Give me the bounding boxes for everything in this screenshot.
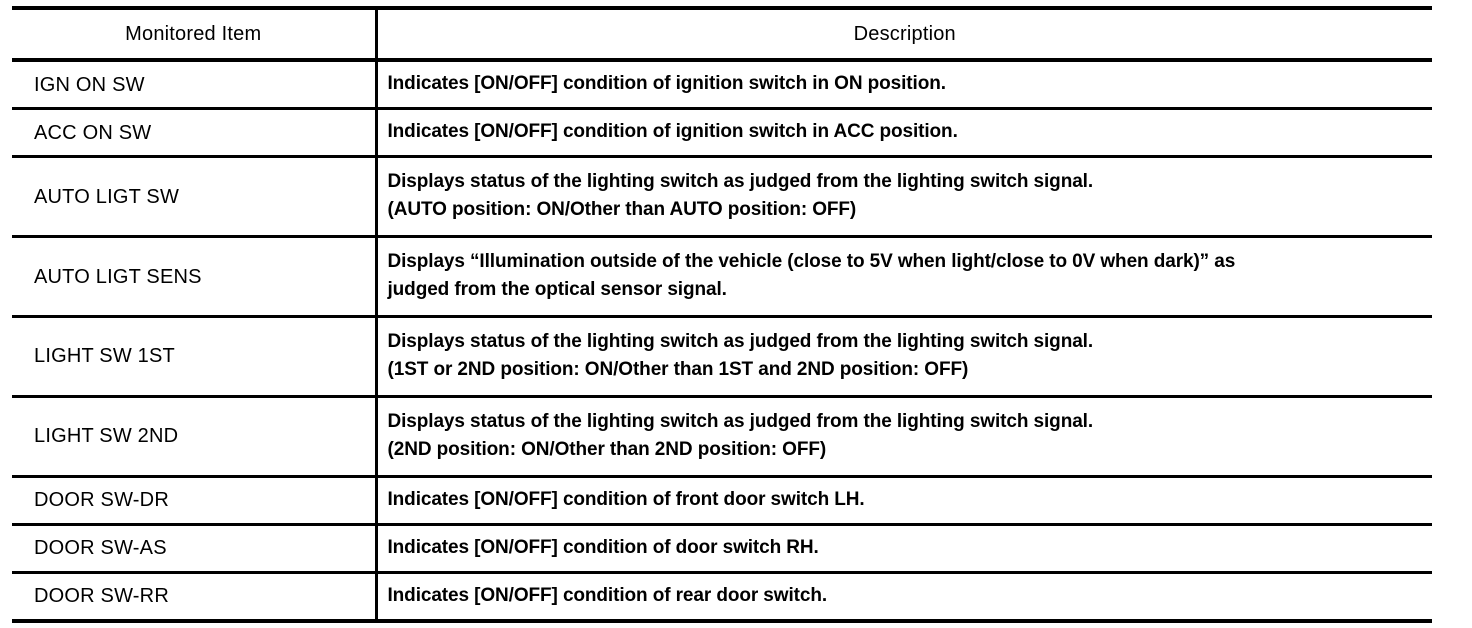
cell-description: Displays “Illumination outside of the ve… (376, 236, 1432, 319)
description-line: (AUTO position: ON/Other than AUTO posit… (387, 199, 857, 221)
table-row: AUTO LIGT SENS Displays “Illumination out… (12, 236, 1432, 319)
description-line: Displays status of the lighting switch a… (387, 411, 1094, 433)
table-row: ACC ON SW Indicates [ON/OFF] condition of… (12, 108, 1432, 159)
description-line: Indicates [ON/OFF] condition of rear doo… (387, 585, 828, 607)
cell-description: Displays status of the lighting switch a… (376, 396, 1432, 479)
description-line: Indicates [ON/OFF] condition of ignition… (387, 73, 946, 95)
description-line: Displays status of the lighting switch a… (387, 171, 1094, 193)
cell-monitored-item: LIGHT SW 1ST (12, 316, 378, 399)
table-row: LIGHT SW 2ND Displays status of the light… (12, 396, 1432, 479)
cell-monitored-item: IGN ON SW (12, 60, 378, 111)
column-header-description: Description (376, 5, 1432, 63)
description-line: Displays “Illumination outside of the ve… (387, 251, 1236, 273)
cell-description: Indicates [ON/OFF] condition of door swi… (376, 524, 1432, 575)
cell-monitored-item: AUTO LIGT SW (12, 156, 378, 239)
table-row: LIGHT SW 1ST Displays status of the light… (12, 316, 1432, 399)
cell-description: Displays status of the lighting switch a… (376, 156, 1432, 239)
cell-monitored-item: ACC ON SW (12, 108, 378, 159)
description-line: judged from the optical sensor signal. (387, 279, 727, 301)
table-row: DOOR SW-RR Indicates [ON/OFF] condition o… (12, 572, 1432, 624)
description-line: (2ND position: ON/Other than 2ND positio… (387, 439, 827, 461)
table-row: DOOR SW-DR Indicates [ON/OFF] condition o… (12, 476, 1432, 527)
table-row: AUTO LIGT SW Displays status of the light… (12, 156, 1432, 239)
cell-description: Displays status of the lighting switch a… (376, 316, 1432, 399)
description-line: Indicates [ON/OFF] condition of ignition… (387, 121, 958, 143)
column-header-monitored-item: Monitored Item (12, 5, 378, 63)
table-header-row: Monitored Item Description (12, 5, 1432, 63)
description-line: Displays status of the lighting switch a… (387, 331, 1094, 353)
cell-description: Indicates [ON/OFF] condition of rear doo… (376, 572, 1432, 624)
cell-description: Indicates [ON/OFF] condition of ignition… (376, 108, 1432, 159)
cell-monitored-item: DOOR SW-RR (12, 572, 378, 624)
cell-monitored-item: DOOR SW-AS (12, 524, 378, 575)
table-row: DOOR SW-AS Indicates [ON/OFF] condition o… (12, 524, 1432, 575)
table-header: Monitored Item Description (12, 5, 1432, 63)
cell-monitored-item: LIGHT SW 2ND (12, 396, 378, 479)
description-line: (1ST or 2ND position: ON/Other than 1ST … (387, 359, 969, 381)
description-line: Indicates [ON/OFF] condition of door swi… (387, 537, 819, 559)
cell-monitored-item: DOOR SW-DR (12, 476, 378, 527)
cell-monitored-item: AUTO LIGT SENS (12, 236, 378, 319)
cell-description: Indicates [ON/OFF] condition of front do… (376, 476, 1432, 527)
monitored-item-table: Monitored Item Description IGN ON SW Indi… (12, 5, 1432, 624)
cell-description: Indicates [ON/OFF] condition of ignition… (376, 60, 1432, 111)
table-body: IGN ON SW Indicates [ON/OFF] condition of… (12, 60, 1432, 624)
description-line: Indicates [ON/OFF] condition of front do… (387, 489, 865, 511)
table-row: IGN ON SW Indicates [ON/OFF] condition of… (12, 60, 1432, 111)
